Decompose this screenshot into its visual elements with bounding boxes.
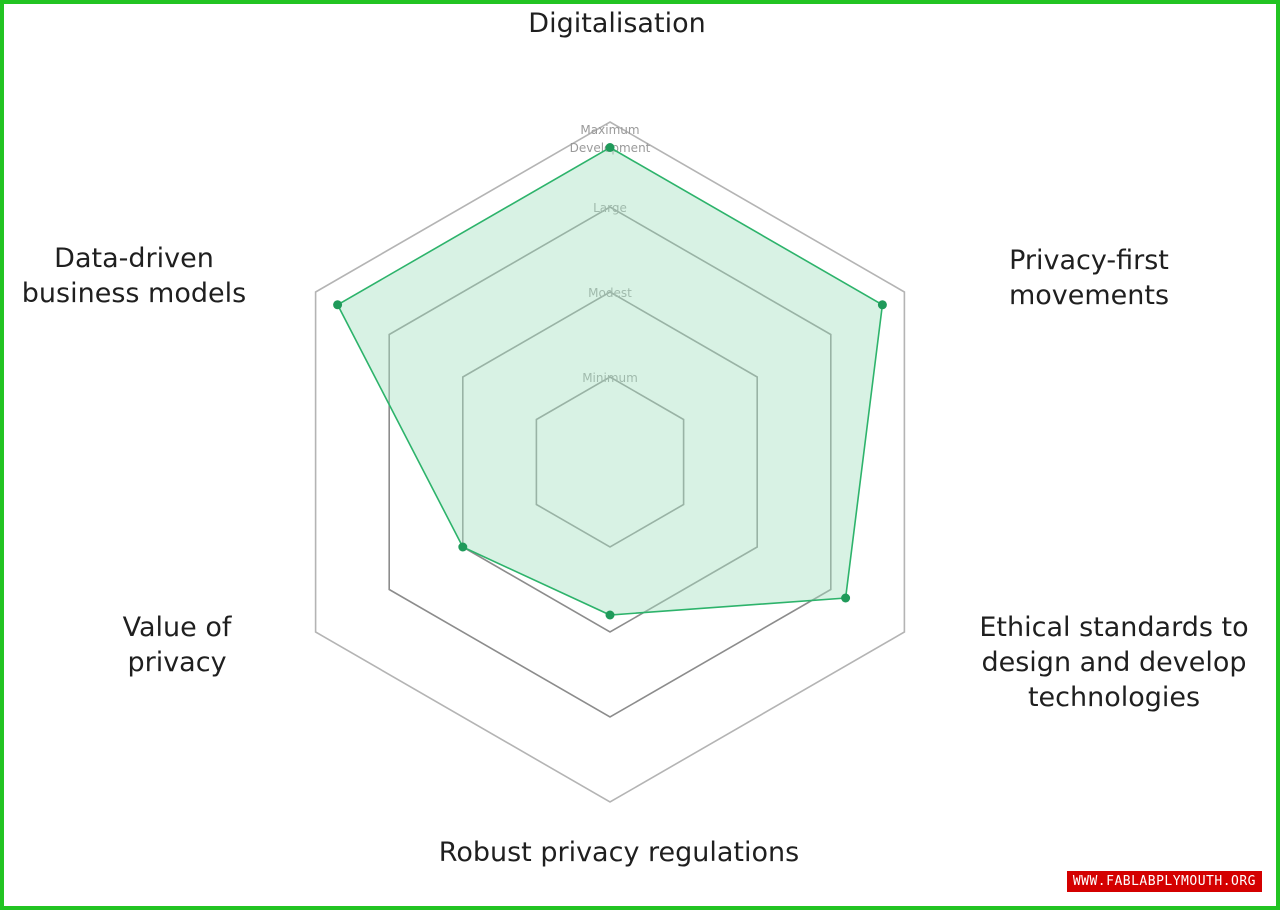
ring-label-layer: MinimumModestLargeMaximumDevelopment	[570, 123, 651, 385]
grid-ring-3	[388, 206, 832, 718]
ring-label-1: Minimum	[582, 371, 638, 385]
data-layer	[333, 143, 887, 620]
data-point-4	[605, 610, 615, 620]
data-point-6	[333, 300, 343, 310]
grid-ring-1	[535, 376, 685, 548]
grid-ring-4	[314, 121, 906, 803]
radar-chart: MinimumModestLargeMaximumDevelopment Dig…	[22, 8, 1249, 868]
series-area	[336, 146, 884, 616]
data-point-1	[605, 143, 615, 152]
data-point-2	[877, 300, 887, 310]
grid-layer	[314, 121, 906, 803]
grid-ring-2	[461, 291, 759, 633]
data-point-5	[458, 542, 468, 552]
ring-label-2: Modest	[588, 286, 632, 300]
axis-label-1: Digitalisation	[528, 8, 705, 39]
axis-label-4: Robust privacy regulations	[439, 837, 799, 868]
ring-label-3: Large	[593, 201, 627, 215]
data-point-3	[841, 593, 851, 603]
watermark-badge: WWW.FABLABPLYMOUTH.ORG	[1066, 871, 1262, 892]
